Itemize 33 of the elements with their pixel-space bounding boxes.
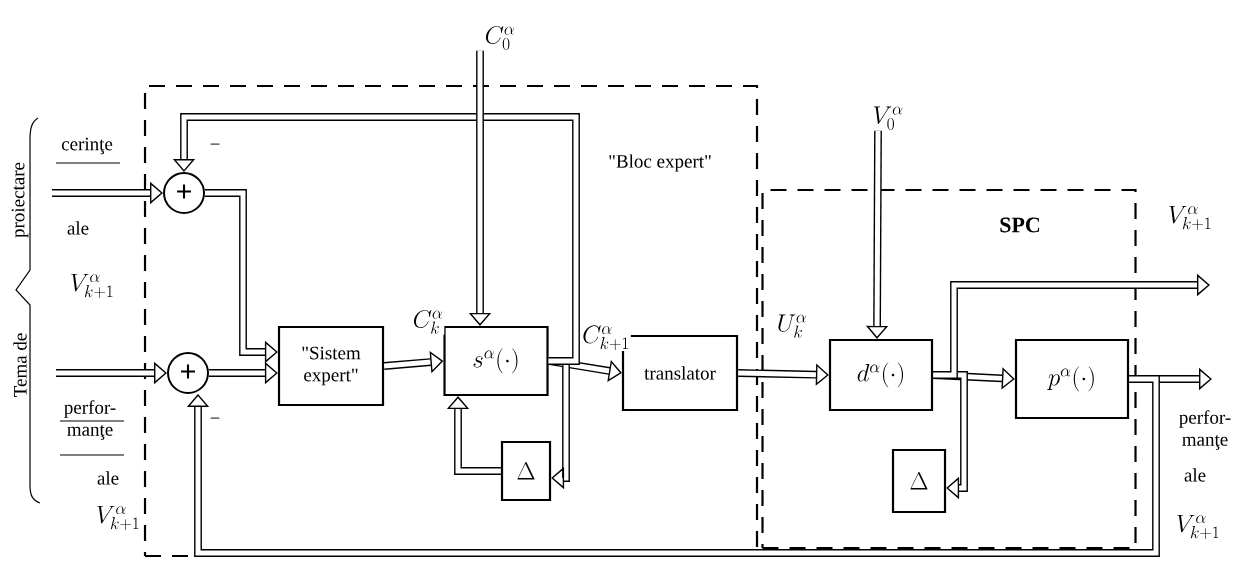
arrow <box>933 273 1210 379</box>
formula-label: $V^{\alpha}_{k+1}$ <box>71 273 113 299</box>
sign-label: − <box>210 417 220 419</box>
summing-junction: + <box>167 352 209 394</box>
summing-junction: + <box>163 172 205 214</box>
label-text: ale <box>97 471 119 485</box>
sign-label: − <box>210 143 220 145</box>
label-text: ale <box>67 221 89 235</box>
process-box: $d^{\alpha}(\cdot)$ <box>828 338 934 412</box>
input-label: $C^{\alpha}_{0}$ <box>485 25 515 50</box>
edge-label: $U^{\alpha}_{k}$ <box>775 313 809 339</box>
formula-label: $V^{\alpha}_{k+1}$ <box>1169 205 1211 231</box>
arrow <box>738 363 829 386</box>
label-text: cerinţe <box>61 137 113 155</box>
process-box: $s^{\alpha}(\cdot)$ <box>443 325 549 397</box>
formula-label: $V^{\alpha}_{k+1}$ <box>1177 514 1219 540</box>
arrow <box>446 396 501 475</box>
delay-box: $\Delta$ <box>500 440 552 502</box>
delay-box: $\Delta$ <box>891 448 947 514</box>
label-text: perfor- manţe <box>64 400 116 440</box>
arrow <box>186 375 1160 557</box>
edge-label: $C^{\alpha}_{k}$ <box>411 309 445 335</box>
process-box: $p^{\alpha}(\cdot)$ <box>1014 338 1130 420</box>
edge-label: $C^{\alpha}_{k+1}$ <box>581 324 631 352</box>
label-text: ale <box>1184 468 1206 482</box>
region-title: SPC <box>1000 217 1040 233</box>
label-text: Tema de <box>13 333 27 397</box>
region-title: "Bloc expert" <box>609 154 711 172</box>
formula-label: $V^{\alpha}_{k+1}$ <box>97 505 139 531</box>
label-text: proiectare <box>11 162 29 238</box>
label-text: perfor- manţe <box>1179 410 1231 450</box>
input-label: $V^{\alpha}_{0}$ <box>873 106 903 130</box>
process-box: "Sistem expert" <box>277 325 385 407</box>
